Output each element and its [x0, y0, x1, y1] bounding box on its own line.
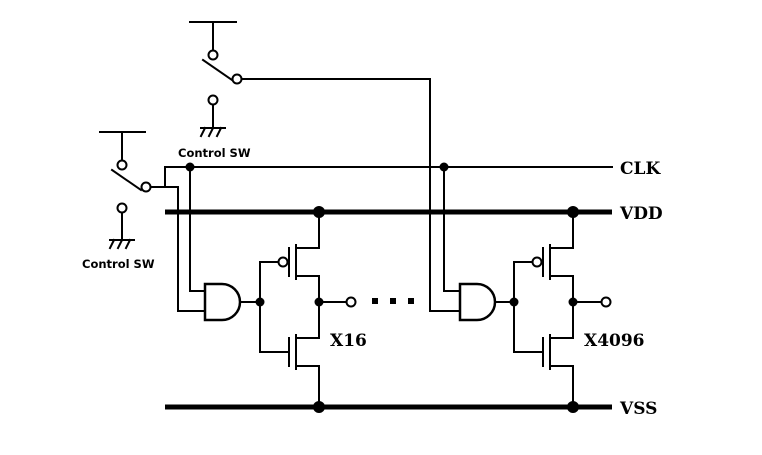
- vss-junction-x4096: [567, 401, 579, 413]
- lower-control-switch: [99, 131, 166, 250]
- vdd-junction-x16: [313, 206, 325, 218]
- and-gate-right: [458, 282, 497, 322]
- clk-label: CLK: [620, 159, 661, 179]
- lower-control-sw-label: Control SW: [82, 257, 155, 271]
- vdd-junction-x4096: [567, 206, 579, 218]
- inverter-x4096: [513, 211, 612, 408]
- upper-control-switch: [189, 21, 431, 138]
- and-gate-left: [203, 282, 242, 322]
- vdd-label: VDD: [619, 204, 663, 224]
- output-terminal-x16: [345, 296, 357, 308]
- x16-label: X16: [330, 331, 367, 351]
- inverter-x16: [259, 211, 357, 408]
- x4096-label: X4096: [584, 331, 645, 351]
- ellipsis-dots: [372, 298, 414, 304]
- upper-control-sw-label: Control SW: [178, 146, 251, 160]
- vss-junction-x16: [313, 401, 325, 413]
- output-terminal-x4096: [600, 296, 612, 308]
- vss-label: VSS: [619, 399, 657, 419]
